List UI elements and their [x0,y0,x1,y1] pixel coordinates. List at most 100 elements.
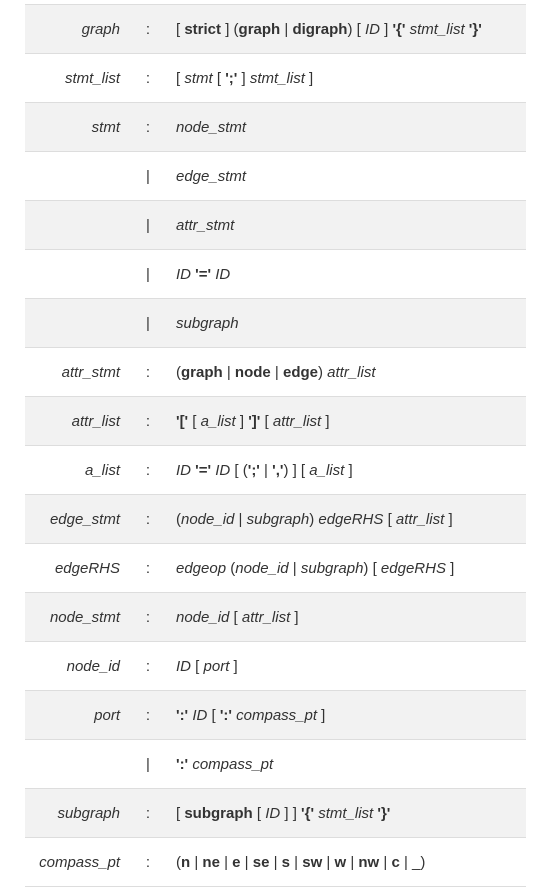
rule-expression: ':' ID [ ':' compass_pt ] [176,707,325,724]
rule-definition: edge_stmt [176,151,526,201]
rule-separator: | [120,249,176,299]
grammar-row: graph:[ strict ] (graph | digraph) [ ID … [25,4,526,54]
rule-token: edgeRHS [380,559,446,577]
rule-name [25,249,120,299]
rule-definition: ID '=' ID [176,249,526,299]
rule-token: ID [192,706,208,724]
rule-token: ] [445,559,455,577]
rule-name [25,200,120,250]
rule-token: compass_pt [236,706,318,724]
rule-token: node_id [181,510,235,528]
rule-token: '{' [301,804,315,822]
rule-token: edgeRHS [318,510,384,528]
rule-token: port [203,657,230,675]
rule-token: stmt_list [249,69,305,87]
rule-token: ] [317,706,326,724]
rule-token: digraph [292,20,348,38]
rule-token: | [270,363,283,381]
rule-name: edge_stmt [25,494,120,544]
grammar-row: edgeRHS:edgeop (node_id | subgraph) [ ed… [25,543,526,593]
rule-token: ] [237,69,250,87]
rule-token: | [259,461,273,479]
rule-token: node_id [176,608,230,626]
grammar-row: node_id:ID [ port ] [25,641,526,691]
rule-token: '{' [392,20,406,38]
rule-token: ID [176,461,191,479]
rule-token: node [234,363,271,381]
rule-expression: edgeop (node_id | subgraph) [ edgeRHS ] [176,560,454,577]
rule-token: [ ( [230,461,248,479]
rule-expression: [ stmt [ ';' ] stmt_list ] [176,70,313,87]
rule-expression: (graph | node | edge) attr_list [176,364,376,381]
rule-token: | [399,853,413,871]
rule-token: ne [202,853,220,871]
rule-token: ) ] [ [283,461,310,479]
rule-token: [ [176,804,185,822]
rule-separator: : [120,641,176,691]
rule-token: | [234,510,247,528]
grammar-row: |edge_stmt [25,151,526,201]
grammar-row: |attr_stmt [25,200,526,250]
rule-name: stmt_list [25,53,120,103]
rule-separator: : [120,494,176,544]
rule-token: node_id [235,559,289,577]
rule-token: ) [ [347,20,365,38]
rule-token: edge_stmt [176,167,247,185]
rule-token: '}' [468,20,482,38]
rule-name [25,298,120,348]
rule-definition: (node_id | subgraph) edgeRHS [ attr_list… [176,494,526,544]
rule-separator: : [120,690,176,740]
grammar-row: |':' compass_pt [25,739,526,789]
rule-token: e [232,853,241,871]
rule-token: sw [302,853,323,871]
rule-token: ) [420,853,426,871]
rule-token: c [391,853,400,871]
rule-name: port [25,690,120,740]
grammar-body: graph:[ strict ] (graph | digraph) [ ID … [25,4,526,887]
rule-token: compass_pt [192,755,274,773]
rule-expression: node_id [ attr_list ] [176,609,299,626]
rule-token: s [281,853,290,871]
rule-token: ']' [248,412,261,430]
rule-token: w [334,853,347,871]
rule-token: graph [238,20,281,38]
rule-token: ] [444,510,453,528]
rule-token: | [240,853,253,871]
rule-name: attr_list [25,396,120,446]
rule-expression: (n | ne | e | se | s | sw | w | nw | c |… [176,854,425,871]
rule-token: se [252,853,270,871]
rule-token: attr_list [272,412,322,430]
rule-token: ] [344,461,353,479]
rule-separator: | [120,298,176,348]
rule-token: edge [282,363,318,381]
rule-token: attr_list [395,510,445,528]
rule-expression: ID [ port ] [176,658,238,675]
rule-token: stmt_list [318,804,374,822]
rule-name: subgraph [25,788,120,838]
rule-token: [ [207,706,220,724]
rule-definition: (graph | node | edge) attr_list [176,347,526,397]
rule-definition: ':' ID [ ':' compass_pt ] [176,690,526,740]
rule-expression: (node_id | subgraph) edgeRHS [ attr_list… [176,511,453,528]
rule-token: ] ] [280,804,302,822]
rule-definition: [ stmt [ ';' ] stmt_list ] [176,53,526,103]
rule-token: ';' [247,461,260,479]
rule-name: attr_stmt [25,347,120,397]
grammar-row: a_list:ID '=' ID [ (';' | ',') ] [ a_lis… [25,445,526,495]
rule-token: [ [176,69,185,87]
rule-token: '=' [195,265,212,283]
rule-token: [ [383,510,396,528]
rule-token: strict [184,20,222,38]
rule-token: [ [188,412,201,430]
rule-token: ( [176,363,181,381]
rule-token: stmt_list [409,20,465,38]
rule-token: subgraph [184,804,253,822]
rule-token: a_list [309,461,345,479]
rule-expression: ID '=' ID [176,266,230,283]
rule-token: ] ( [221,20,239,38]
rule-expression: [ subgraph [ ID ] ] '{' stmt_list '}' [176,805,390,822]
rule-definition: ID [ port ] [176,641,526,691]
rule-token: ] [304,69,314,87]
rule-token: ID [364,20,380,38]
rule-token: edgeop [176,559,227,577]
